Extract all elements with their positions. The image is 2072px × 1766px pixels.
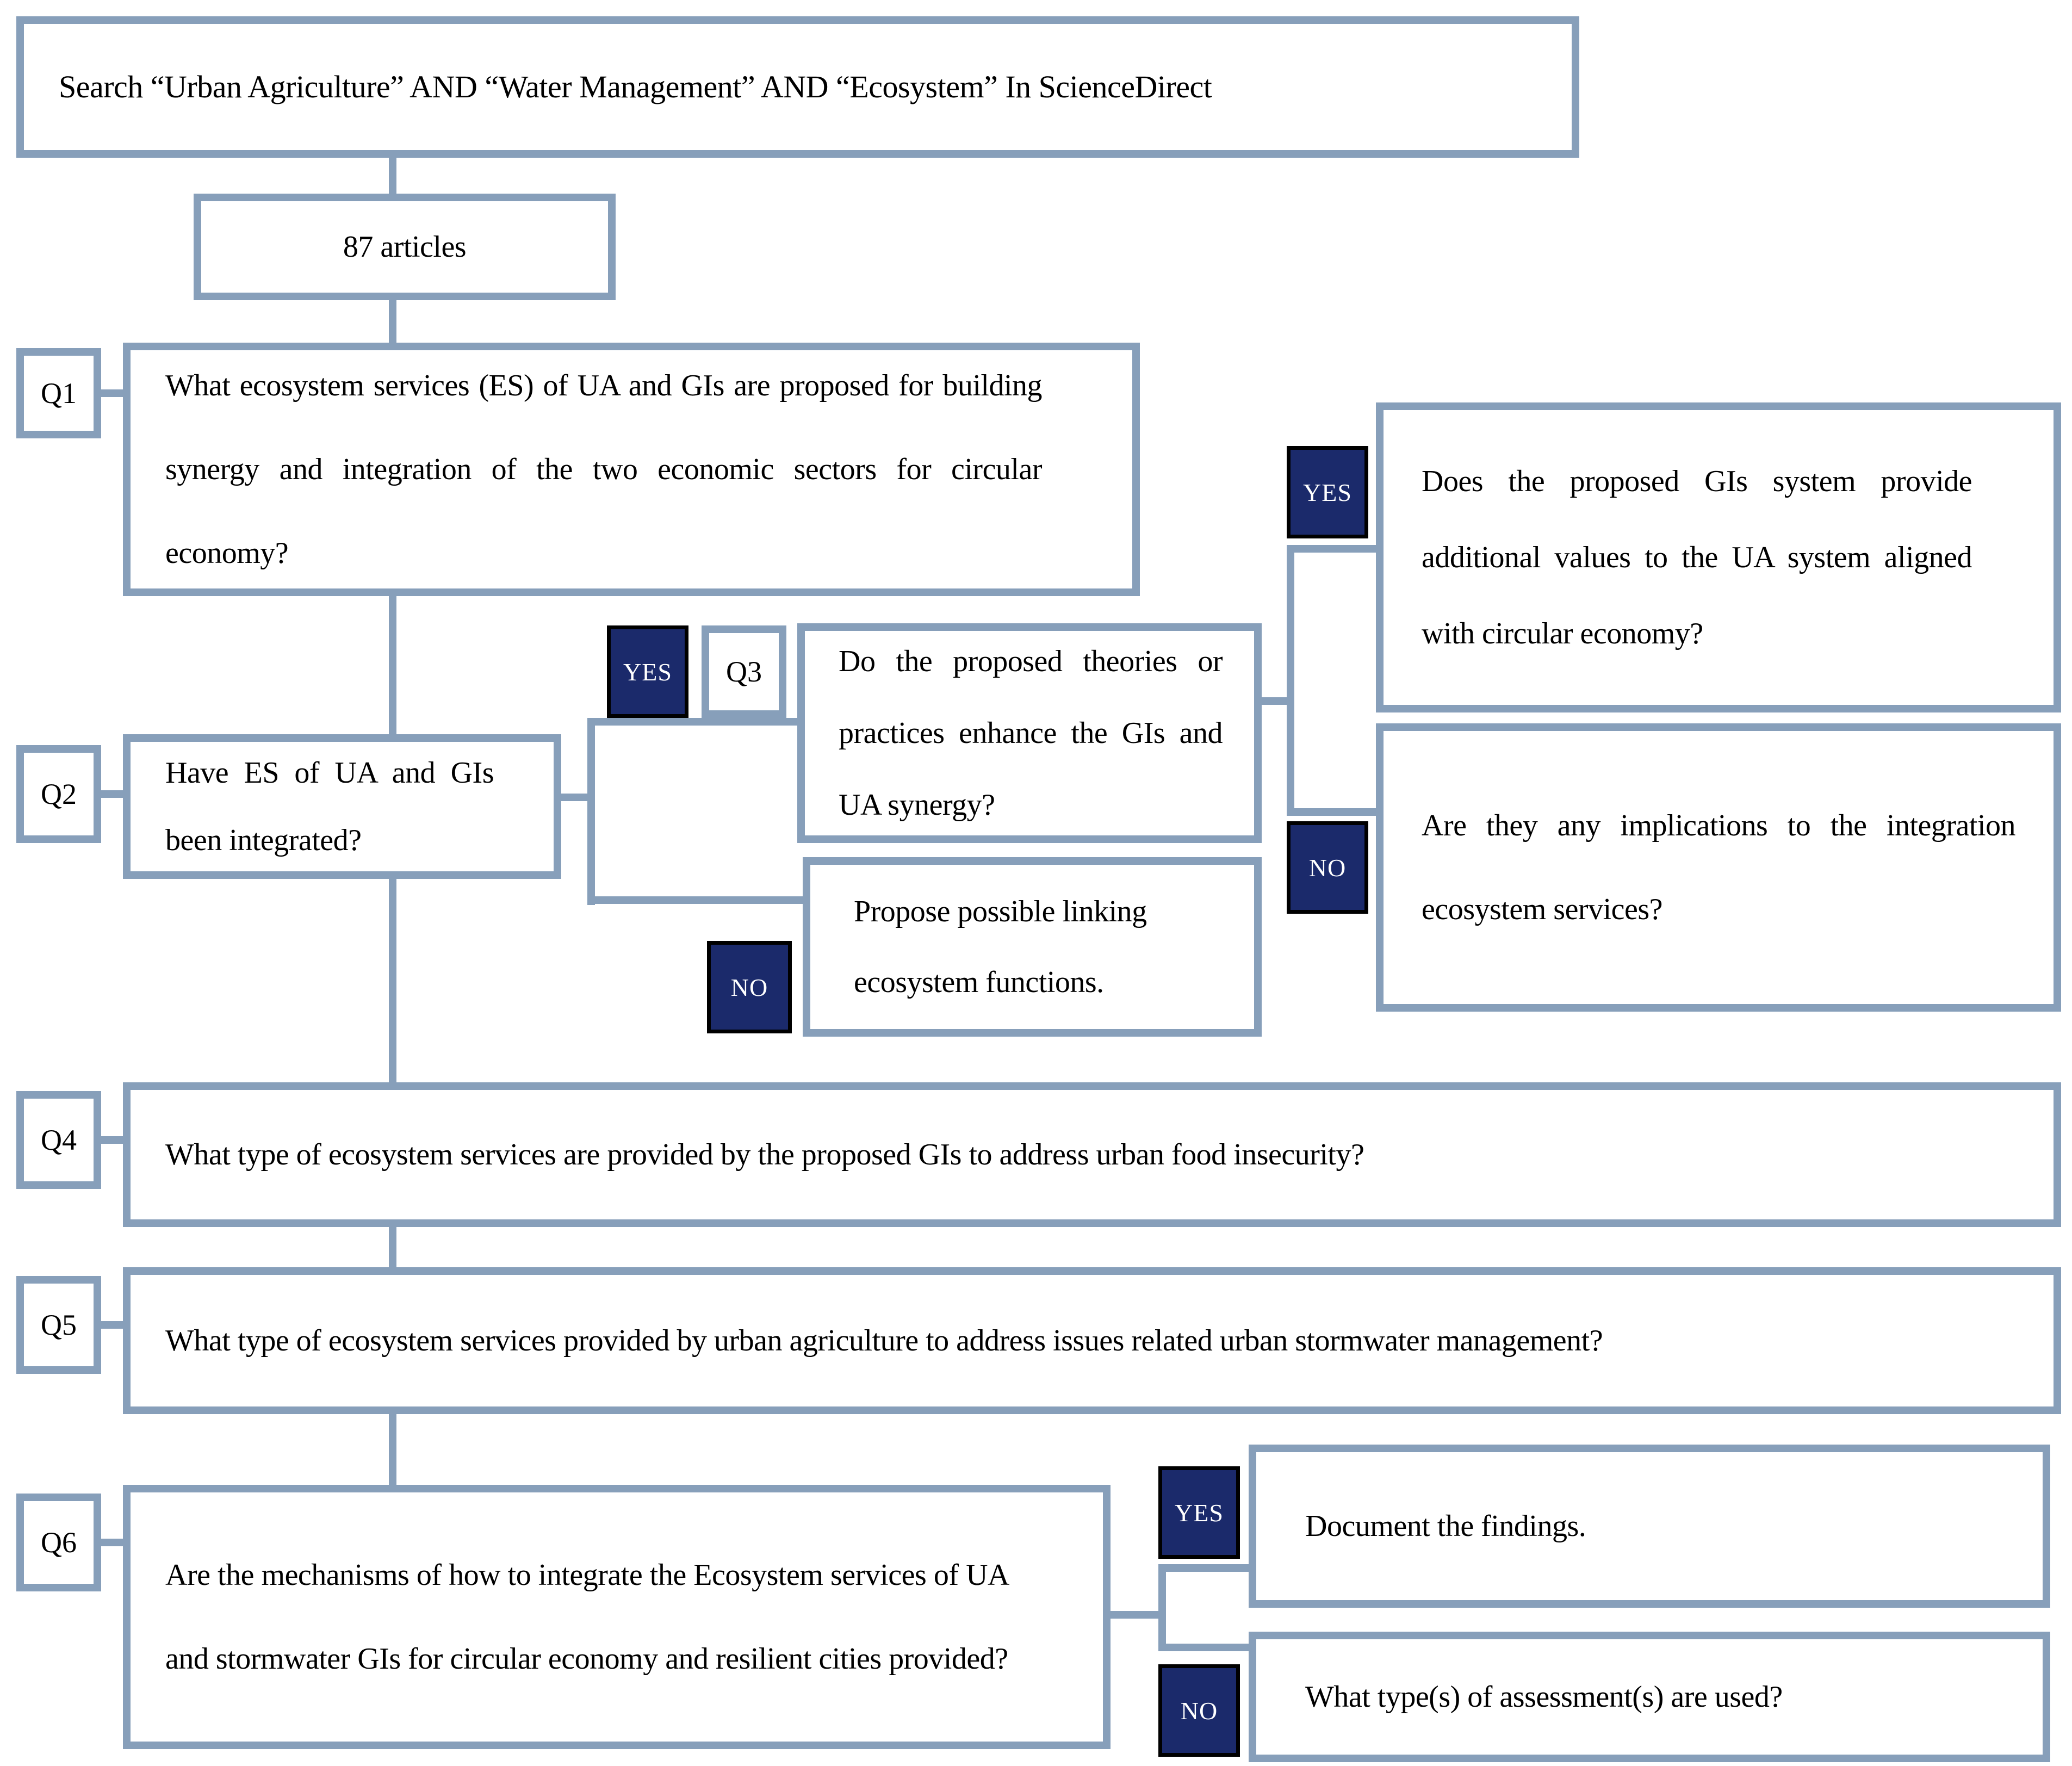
connector-q1-to-q2 <box>389 596 396 734</box>
search-query-text: Search “Urban Agriculture” AND “Water Ma… <box>59 69 1212 104</box>
q2-question-box: Have ES of UA and GIs been integrated? <box>123 734 561 879</box>
q3-question-text: Do the proposed theories or practices en… <box>839 645 1223 822</box>
connector-q3-right-stub <box>1262 697 1287 705</box>
q6-no-tag: NO <box>1158 1664 1240 1757</box>
connector-q5-label-stub <box>101 1321 123 1329</box>
connector-q6-right-stub <box>1111 1611 1158 1619</box>
connector-q3-branch-vertical <box>1287 545 1294 816</box>
q5-label: Q5 <box>16 1276 101 1374</box>
connector-q3-yes-horizontal <box>1287 545 1376 553</box>
q4-question-text: What type of ecosystem services are prov… <box>165 1138 1364 1172</box>
assessment-types-text: What type(s) of assessment(s) are used? <box>1305 1680 1783 1714</box>
document-findings-box: Document the findings. <box>1249 1445 2050 1608</box>
connector-q6-label-stub <box>101 1539 123 1546</box>
gis-additional-values-box: Does the proposed GIs system provide add… <box>1376 402 2061 712</box>
document-findings-text: Document the findings. <box>1305 1509 1586 1543</box>
q6-question-box: Are the mechanisms of how to integrate t… <box>123 1485 1111 1749</box>
connector-q2-label-stub <box>101 790 123 798</box>
q1-question-text: What ecosystem services (ES) of UA and G… <box>165 369 1043 570</box>
q2-label: Q2 <box>16 745 101 843</box>
connector-q5-to-q6 <box>389 1414 396 1485</box>
q6-label: Q6 <box>16 1494 101 1591</box>
q5-question-box: What type of ecosystem services provided… <box>123 1267 2061 1414</box>
connector-q2-to-q4 <box>389 879 396 1082</box>
implications-text: Are they any implications to the integra… <box>1422 809 2016 926</box>
connector-q4-to-q5 <box>389 1227 396 1267</box>
connector-q6-no-horizontal <box>1158 1644 1249 1651</box>
q2-question-text: Have ES of UA and GIs been integrated? <box>165 756 494 857</box>
gis-additional-values-text: Does the proposed GIs system provide add… <box>1422 464 1972 650</box>
assessment-types-box: What type(s) of assessment(s) are used? <box>1249 1632 2050 1762</box>
search-query-box: Search “Urban Agriculture” AND “Water Ma… <box>16 16 1579 158</box>
q2-yes-tag: YES <box>607 625 688 718</box>
articles-count-box: 87 articles <box>194 194 616 300</box>
q3-label: Q3 <box>702 625 786 718</box>
connector-q2-right-stub <box>561 794 587 801</box>
connector-q3-no-horizontal <box>1287 808 1376 816</box>
q1-label: Q1 <box>16 348 101 438</box>
propose-linking-text: Propose possible linking ecosystem funct… <box>854 895 1147 999</box>
propose-linking-box: Propose possible linking ecosystem funct… <box>803 857 1262 1037</box>
q1-question-box: What ecosystem services (ES) of UA and G… <box>123 343 1140 596</box>
q6-yes-tag: YES <box>1158 1466 1240 1559</box>
articles-count-text: 87 articles <box>343 230 467 264</box>
connector-q6-branch-vertical <box>1158 1564 1166 1651</box>
q4-question-box: What type of ecosystem services are prov… <box>123 1082 2061 1227</box>
connector-q1-label-stub <box>101 389 123 397</box>
connector-q2-branch-vertical <box>587 718 595 905</box>
connector-q6-yes-horizontal <box>1158 1564 1249 1572</box>
q2-no-tag: NO <box>707 941 792 1033</box>
implications-box: Are they any implications to the integra… <box>1376 723 2061 1012</box>
q3-question-box: Do the proposed theories or practices en… <box>797 623 1262 843</box>
q4-label: Q4 <box>16 1091 101 1189</box>
connector-search-to-articles <box>389 158 396 194</box>
connector-q2-yes-horizontal <box>587 718 797 726</box>
connector-articles-to-q1 <box>389 300 396 343</box>
q5-question-text: What type of ecosystem services provided… <box>165 1324 1603 1358</box>
q3-yes-tag: YES <box>1287 446 1368 538</box>
q6-question-text: Are the mechanisms of how to integrate t… <box>165 1558 1010 1676</box>
q3-no-tag: NO <box>1287 821 1368 914</box>
connector-q4-label-stub <box>101 1136 123 1144</box>
connector-q2-no-horizontal <box>587 896 805 904</box>
